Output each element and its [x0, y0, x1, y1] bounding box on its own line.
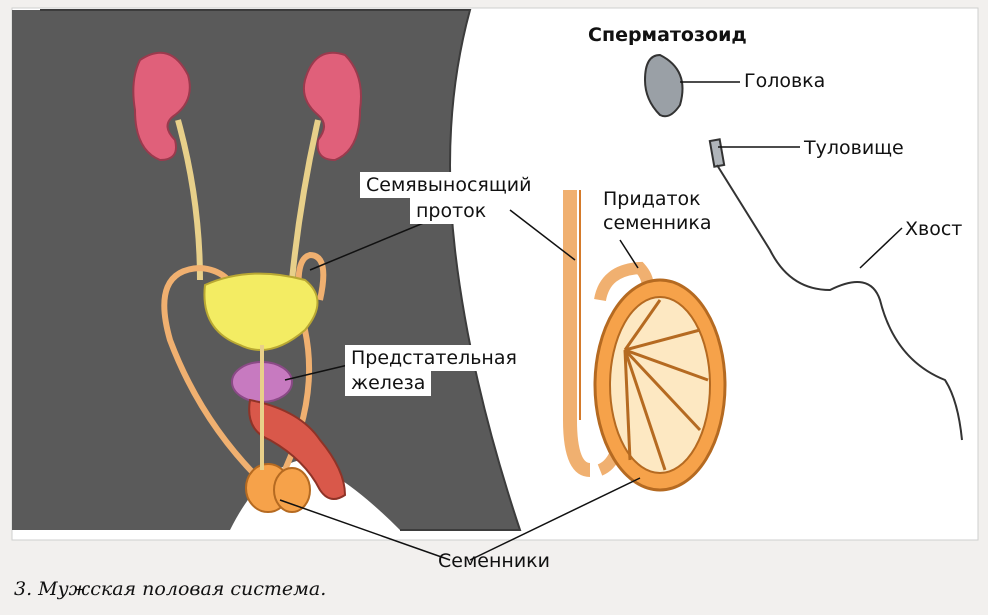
label-testes: Семенники: [438, 550, 550, 572]
testis-right: [274, 468, 310, 512]
label-head: Головка: [744, 70, 825, 92]
label-epididymis-line2: семенника: [603, 212, 711, 234]
figure-caption: 3. Мужская половая система.: [14, 578, 326, 600]
label-prostate-line2: железа: [345, 370, 431, 396]
body-silhouette: [12, 10, 520, 530]
sperm-title: Сперматозоид: [588, 24, 747, 46]
label-tail: Хвост: [905, 218, 962, 240]
label-body: Туловище: [804, 137, 904, 159]
label-epididymis-line1: Придаток: [603, 188, 701, 210]
label-prostate-line1: Предстательная: [345, 345, 523, 371]
label-vas-deferens-line2: проток: [410, 198, 492, 224]
label-vas-deferens-line1: Семявыносящий: [360, 172, 537, 198]
